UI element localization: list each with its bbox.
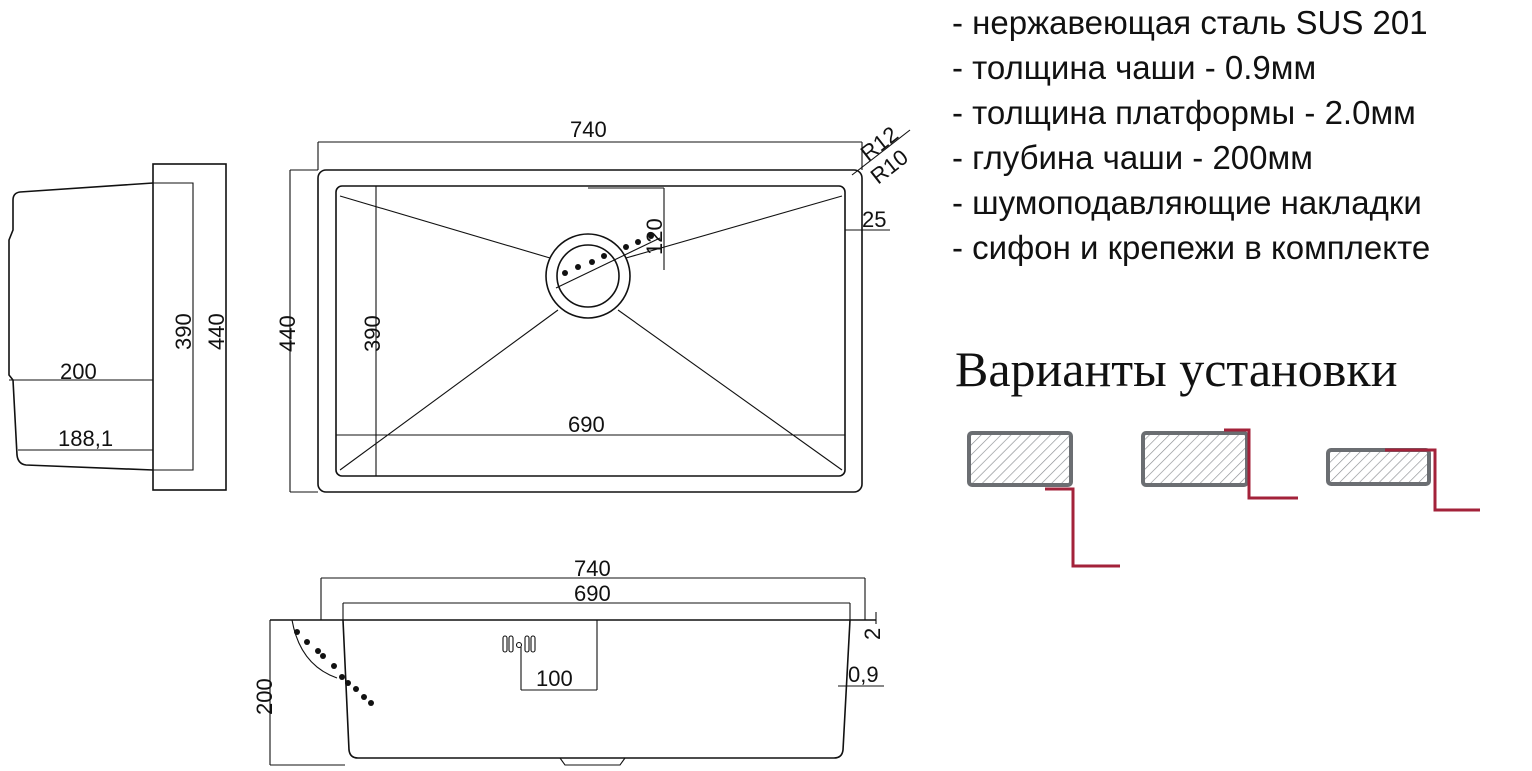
dim-length-740: 740 xyxy=(574,556,611,581)
spec-noise-pads: - шумоподавляющие накладки xyxy=(952,184,1422,221)
dim-width-390: 390 xyxy=(171,313,196,350)
dim-length-740: 740 xyxy=(570,117,607,142)
dim-wall-09: 0,9 xyxy=(848,662,879,687)
overflow-slots-icon xyxy=(502,635,536,653)
install-variant-overmount xyxy=(1326,448,1480,512)
drain-outer xyxy=(545,233,631,319)
dim-drain-120: 120 xyxy=(642,218,667,255)
install-variant-flush xyxy=(1141,428,1298,500)
top-view: 740 440 390 690 120 25 R12 R10 xyxy=(275,117,913,493)
spec-bowl-thickness: - толщина чаши - 0.9мм xyxy=(952,49,1317,86)
dim-length-690: 690 xyxy=(568,412,605,437)
install-options-title: Варианты установки xyxy=(955,341,1398,397)
front-view: 200 740 690 100 2 0,9 xyxy=(252,556,885,766)
spec-siphon: - сифон и крепежи в комплекте xyxy=(952,229,1431,266)
specs-list: - нержавеющая сталь SUS 201 - толщина ча… xyxy=(952,0,1430,270)
dim-depth-188: 188,1 xyxy=(58,426,113,451)
spec-material: - нержавеющая сталь SUS 201 xyxy=(952,4,1428,41)
install-variant-undermount xyxy=(967,431,1120,568)
dim-overflow-100: 100 xyxy=(536,666,573,691)
spec-bowl-depth: - глубина чаши - 200мм xyxy=(952,139,1313,176)
spec-platform-thickness: - толщина платформы - 2.0мм xyxy=(952,94,1416,131)
cut-marker-dots xyxy=(294,629,374,706)
cut-marker-dots xyxy=(562,233,654,276)
dim-depth-200: 200 xyxy=(60,359,97,384)
dim-platform-2: 2 xyxy=(860,628,885,640)
dim-25: 25 xyxy=(862,207,886,232)
side-view: 200 188,1 390 440 xyxy=(8,163,229,491)
dim-width-440: 440 xyxy=(204,313,229,350)
drain-inner xyxy=(556,244,620,308)
dim-width-440: 440 xyxy=(275,315,300,352)
dim-depth-200: 200 xyxy=(252,678,277,715)
dim-length-690: 690 xyxy=(574,581,611,606)
dim-width-390: 390 xyxy=(360,315,385,352)
